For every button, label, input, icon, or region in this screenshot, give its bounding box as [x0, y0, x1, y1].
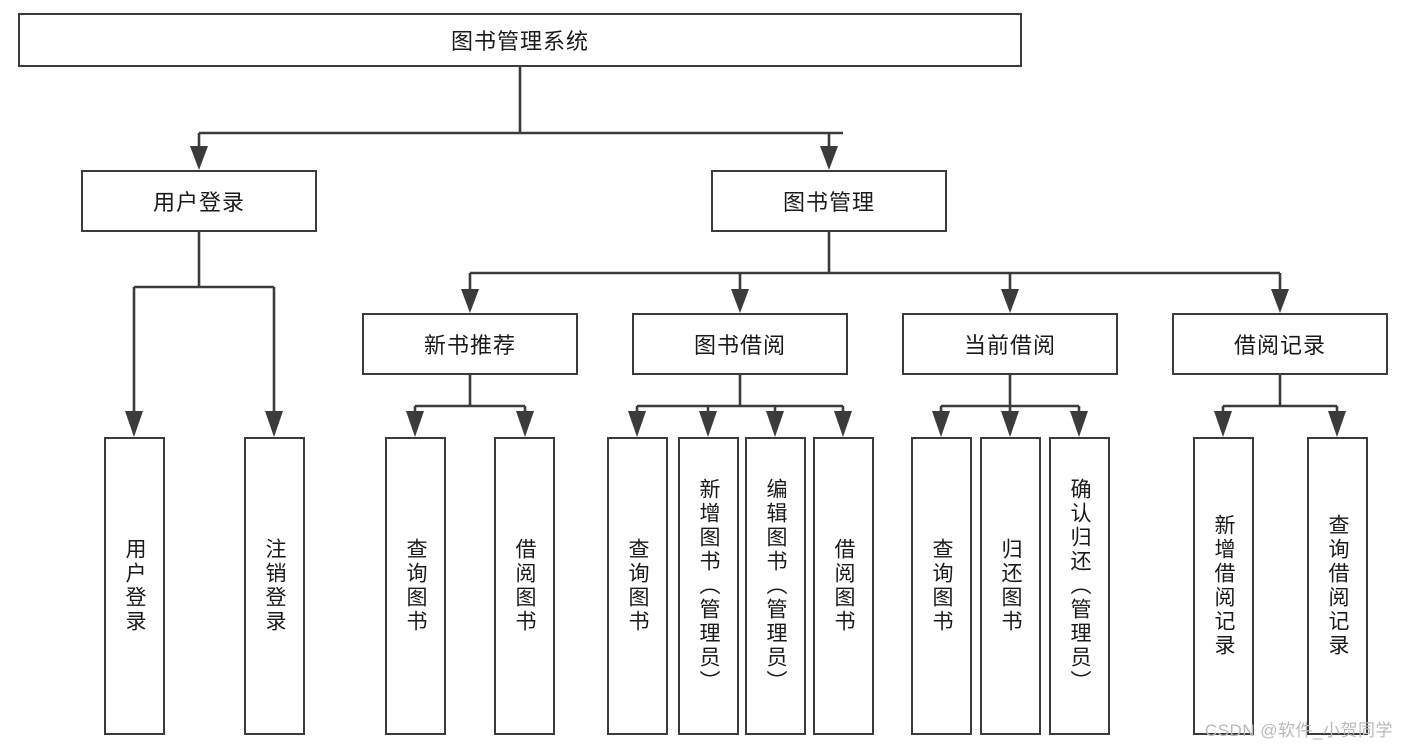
leaf-record-query-borrow-record[interactable]: 查询借阅记录	[1307, 437, 1368, 735]
connector-records-to-leaves	[1214, 375, 1346, 437]
leaf-borrow-add-book-admin-label: 新增图书（管理员）	[697, 478, 720, 694]
leaf-current-return-books-label: 归还图书	[999, 538, 1022, 634]
leaf-logout-label: 注销登录	[263, 538, 286, 634]
leaf-borrow-query-books[interactable]: 查询图书	[607, 437, 668, 735]
leaf-borrow-query-books-label: 查询图书	[626, 538, 649, 634]
node-borrow-records[interactable]: 借阅记录	[1172, 313, 1388, 375]
connector-newbook-to-leaves	[406, 375, 534, 437]
node-new-book-recommend-label: 新书推荐	[423, 333, 516, 358]
leaf-current-return-books[interactable]: 归还图书	[980, 437, 1041, 735]
leaf-user-login-label: 用户登录	[123, 538, 146, 634]
leaf-newbook-borrow-books-label: 借阅图书	[513, 538, 536, 634]
node-current-borrow-label: 当前借阅	[963, 333, 1056, 358]
node-user-login[interactable]: 用户登录	[81, 170, 317, 232]
leaf-borrow-edit-book-admin-label: 编辑图书（管理员）	[764, 478, 787, 694]
node-book-management-label: 图书管理	[782, 190, 875, 215]
leaf-user-login[interactable]: 用户登录	[104, 437, 165, 735]
connector-currentborrow-to-leaves	[932, 375, 1088, 437]
leaf-logout[interactable]: 注销登录	[244, 437, 305, 735]
node-book-management[interactable]: 图书管理	[711, 170, 947, 232]
leaf-borrow-edit-book-admin[interactable]: 编辑图书（管理员）	[745, 437, 806, 735]
leaf-record-add-borrow-record[interactable]: 新增借阅记录	[1193, 437, 1254, 735]
connector-borrow-to-leaves	[628, 375, 852, 437]
connector-root-to-level1	[190, 66, 843, 170]
node-book-borrow[interactable]: 图书借阅	[632, 313, 848, 375]
connector-bookmgmt-to-level2	[461, 232, 1289, 313]
node-new-book-recommend[interactable]: 新书推荐	[362, 313, 578, 375]
node-root-system[interactable]: 图书管理系统	[18, 13, 1022, 67]
leaf-current-confirm-return-admin-label: 确认归还（管理员）	[1068, 478, 1091, 694]
node-book-borrow-label: 图书借阅	[693, 333, 786, 358]
leaf-current-query-books[interactable]: 查询图书	[911, 437, 972, 735]
leaf-current-query-books-label: 查询图书	[930, 538, 953, 634]
leaf-record-add-borrow-record-label: 新增借阅记录	[1212, 514, 1235, 658]
leaf-record-query-borrow-record-label: 查询借阅记录	[1326, 514, 1349, 658]
leaf-borrow-borrow-books-label: 借阅图书	[832, 538, 855, 634]
node-root-system-label: 图书管理系统	[450, 29, 589, 54]
leaf-borrow-borrow-books[interactable]: 借阅图书	[813, 437, 874, 735]
leaf-newbook-query-books[interactable]: 查询图书	[385, 437, 446, 735]
connector-userlogin-to-leaves	[125, 232, 283, 437]
leaf-newbook-borrow-books[interactable]: 借阅图书	[494, 437, 555, 735]
leaf-newbook-query-books-label: 查询图书	[404, 538, 427, 634]
node-borrow-records-label: 借阅记录	[1233, 333, 1326, 358]
node-current-borrow[interactable]: 当前借阅	[902, 313, 1118, 375]
node-user-login-label: 用户登录	[152, 190, 245, 215]
leaf-borrow-add-book-admin[interactable]: 新增图书（管理员）	[678, 437, 739, 735]
leaf-current-confirm-return-admin[interactable]: 确认归还（管理员）	[1049, 437, 1110, 735]
